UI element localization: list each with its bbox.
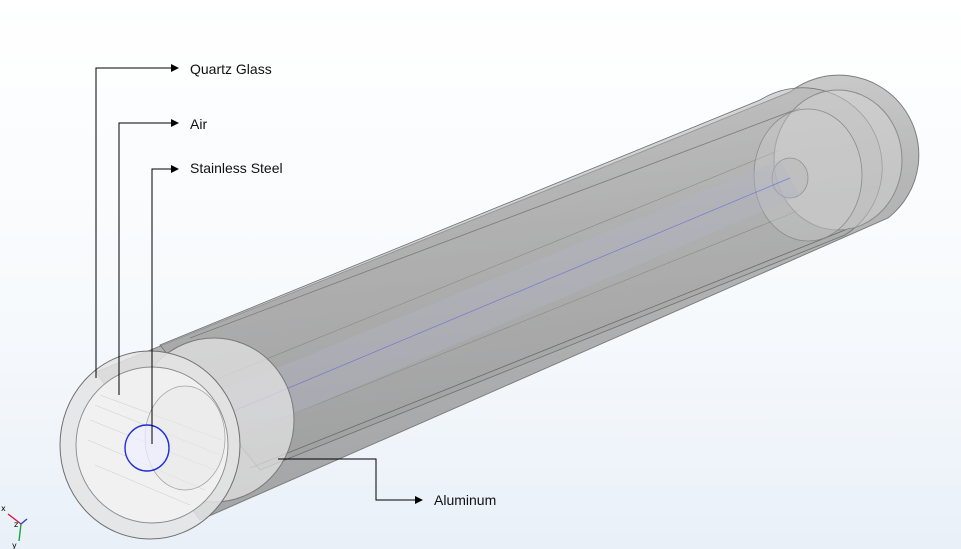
edge-line (189, 107, 801, 339)
steel-rod-body (140, 160, 800, 470)
axis-x-arrow (7, 513, 22, 525)
label-stainless-steel: Stainless Steel (190, 160, 283, 176)
label-quartz-glass: Quartz Glass (190, 61, 272, 77)
axis-y-label: y (12, 541, 17, 549)
edge-line (249, 227, 851, 469)
label-aluminum: Aluminum (434, 492, 497, 508)
axis-z-label: z (14, 520, 19, 529)
aluminum-shell-body (159, 87, 883, 471)
leader-stainless-steel (151, 165, 179, 444)
axis-y-arrow (18, 523, 22, 542)
leader-aluminum (278, 458, 423, 504)
label-air: Air (190, 116, 208, 132)
axis-triad (7, 513, 28, 542)
front-stainless-steel-circle (124, 424, 170, 472)
axis-x-label: x (1, 504, 6, 513)
leader-quartz-glass (95, 64, 179, 378)
edge-line (214, 149, 781, 381)
axis-z-arrow (20, 518, 28, 525)
edge-line (227, 209, 801, 441)
leader-air (118, 119, 179, 395)
